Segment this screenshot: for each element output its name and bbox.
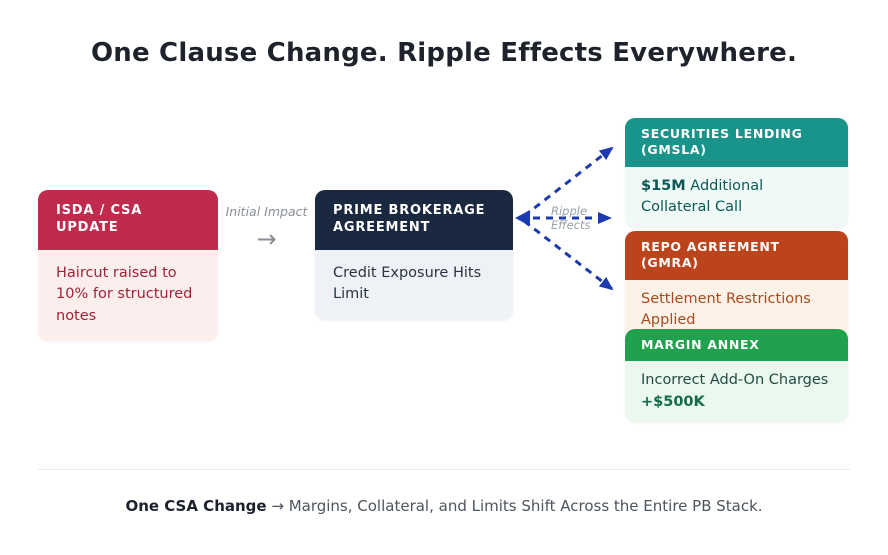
card-header: REPO AGREEMENT (GMRA) — [625, 231, 848, 280]
footer-summary: One CSA Change → Margins, Collateral, an… — [0, 497, 888, 515]
ripple-effects-label: Ripple Effects — [551, 204, 591, 233]
card-prime-brokerage: PRIME BROKERAGE AGREEMENT Credit Exposur… — [315, 190, 513, 320]
card-header: ISDA / CSA UPDATE — [38, 190, 218, 250]
card-repo-agreement: REPO AGREEMENT (GMRA) Settlement Restric… — [625, 231, 848, 341]
card-margin-annex: MARGIN ANNEX Incorrect Add-On Charges +$… — [625, 329, 848, 423]
card-isda-csa-update: ISDA / CSA UPDATE Haircut raised to 10% … — [38, 190, 218, 341]
card-body: $15M Additional Collateral Call — [625, 166, 848, 228]
highlight-amount: $15M — [641, 177, 686, 194]
card-body: Credit Exposure Hits Limit — [315, 249, 513, 320]
footer-bold-text: One CSA Change — [125, 497, 267, 515]
footer-rest-text: → Margins, Collateral, and Limits Shift … — [266, 497, 763, 515]
card-body: Incorrect Add-On Charges +$500K — [625, 361, 848, 423]
card-header: SECURITIES LENDING (GMSLA) — [625, 118, 848, 167]
page-title: One Clause Change. Ripple Effects Everyw… — [90, 38, 798, 68]
footer-divider — [38, 469, 850, 470]
card-header: MARGIN ANNEX — [625, 329, 848, 362]
highlight-amount: +$500K — [641, 393, 705, 410]
card-header: PRIME BROKERAGE AGREEMENT — [315, 190, 513, 250]
card-securities-lending: SECURITIES LENDING (GMSLA) $15M Addition… — [625, 118, 848, 228]
right-arrow-icon: → — [256, 225, 277, 253]
initial-impact-connector: Initial Impact → — [218, 204, 315, 251]
initial-impact-label: Initial Impact — [225, 204, 308, 219]
card-body: Haircut raised to 10% for structured not… — [38, 249, 218, 341]
